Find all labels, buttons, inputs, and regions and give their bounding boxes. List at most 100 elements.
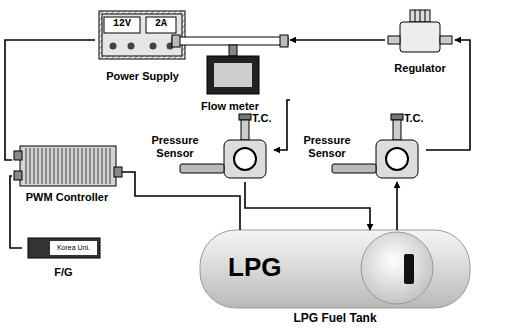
device-label: 2A	[146, 17, 176, 31]
device-label: LPG Fuel Tank	[200, 311, 470, 325]
meter-stem	[229, 45, 237, 56]
fin	[109, 148, 110, 184]
text-slot: 2A	[146, 17, 176, 31]
fin	[69, 148, 70, 184]
fuel-pump	[404, 254, 414, 284]
housing-port	[386, 148, 408, 170]
connector	[426, 40, 470, 150]
text-slot: Pressure Sensor	[292, 134, 362, 160]
lpg-tank	[200, 230, 470, 308]
fin	[105, 148, 106, 184]
device-label: Flow meter	[170, 100, 290, 113]
device-node: Flow meter	[170, 30, 290, 118]
device-label: F/G	[22, 266, 105, 279]
knob	[110, 43, 117, 50]
thermocouple	[241, 120, 249, 140]
regulator-body	[400, 22, 440, 52]
regulator-knob	[410, 10, 430, 22]
tube-cap	[172, 35, 180, 47]
voltage-display	[104, 17, 140, 33]
device-node: T.C. Pressure Sensor	[140, 112, 274, 182]
power-supply-panel	[102, 14, 182, 56]
connector	[290, 39, 385, 41]
knob-groove	[425, 10, 426, 22]
fin	[33, 148, 34, 184]
device-label: PWM Controller	[12, 191, 122, 204]
fin	[85, 148, 86, 184]
sensor-housing	[376, 140, 418, 178]
connectors	[5, 40, 470, 248]
device-node: Korea Uni. F/G	[22, 234, 105, 284]
fin	[37, 148, 38, 184]
connector	[274, 100, 290, 150]
tube-cap	[280, 35, 288, 47]
device-label: Pressure Sensor	[140, 134, 210, 160]
knob-groove	[415, 10, 416, 22]
cooling-fins	[26, 148, 110, 184]
device-label: Regulator	[385, 62, 455, 75]
current-display	[146, 17, 176, 33]
function-generator-body	[28, 238, 100, 258]
text-slot: 12V	[104, 17, 140, 31]
pwm-controller-body	[20, 146, 116, 186]
fin	[57, 148, 58, 184]
text-slot: Pressure Sensor	[140, 134, 210, 160]
text-slot: LPG	[228, 252, 308, 282]
fin	[53, 148, 54, 184]
sensor-housing	[224, 140, 266, 178]
fin	[89, 148, 90, 184]
flow-meter-window	[214, 63, 252, 87]
text-slot: LPG Fuel Tank	[200, 311, 470, 325]
flow-meter-body	[207, 56, 259, 94]
thermocouple-cap	[391, 114, 403, 120]
text-slot: Korea Uni.	[50, 241, 97, 255]
regulator-port	[388, 36, 400, 44]
text-slot: PWM Controller	[12, 191, 122, 204]
connector	[14, 151, 22, 160]
tank-cover	[361, 232, 433, 304]
text-slot: Power Supply	[95, 70, 190, 83]
fin	[97, 148, 98, 184]
fin	[77, 148, 78, 184]
fin	[61, 148, 62, 184]
housing-port	[234, 148, 256, 170]
device-node: T.C. Pressure Sensor	[292, 112, 426, 182]
device-label: LPG	[228, 252, 308, 282]
device-label: T.C.	[404, 112, 426, 125]
device-label: 12V	[104, 17, 140, 31]
text-slot: Regulator	[385, 62, 455, 75]
fin	[93, 148, 94, 184]
fin	[101, 148, 102, 184]
fin	[49, 148, 50, 184]
connector	[396, 182, 398, 230]
text-slot: T.C.	[404, 112, 426, 125]
fin	[65, 148, 66, 184]
fin	[29, 148, 30, 184]
power-supply-body	[99, 11, 185, 59]
flow-tube	[172, 37, 288, 45]
fin	[81, 148, 82, 184]
connector	[14, 171, 22, 180]
connector	[114, 167, 122, 177]
connector	[245, 182, 370, 230]
text-slot: Flow meter	[170, 100, 290, 113]
thermocouple	[393, 120, 401, 140]
connector	[10, 176, 22, 248]
pressure-sensor	[180, 164, 224, 173]
fin	[45, 148, 46, 184]
knob-groove	[420, 10, 421, 22]
device-node: 12V 2A Power Supply	[95, 8, 190, 88]
knob	[150, 43, 157, 50]
thermocouple-cap	[239, 114, 251, 120]
device-label: Power Supply	[95, 70, 190, 83]
fin	[25, 148, 26, 184]
fin	[73, 148, 74, 184]
text-slot: F/G	[22, 266, 105, 279]
device-label: T.C.	[252, 112, 274, 125]
function-generator-label-plate	[50, 241, 97, 255]
pressure-sensor	[332, 164, 376, 173]
connector	[122, 172, 240, 230]
device-label: Korea Uni.	[50, 241, 97, 255]
